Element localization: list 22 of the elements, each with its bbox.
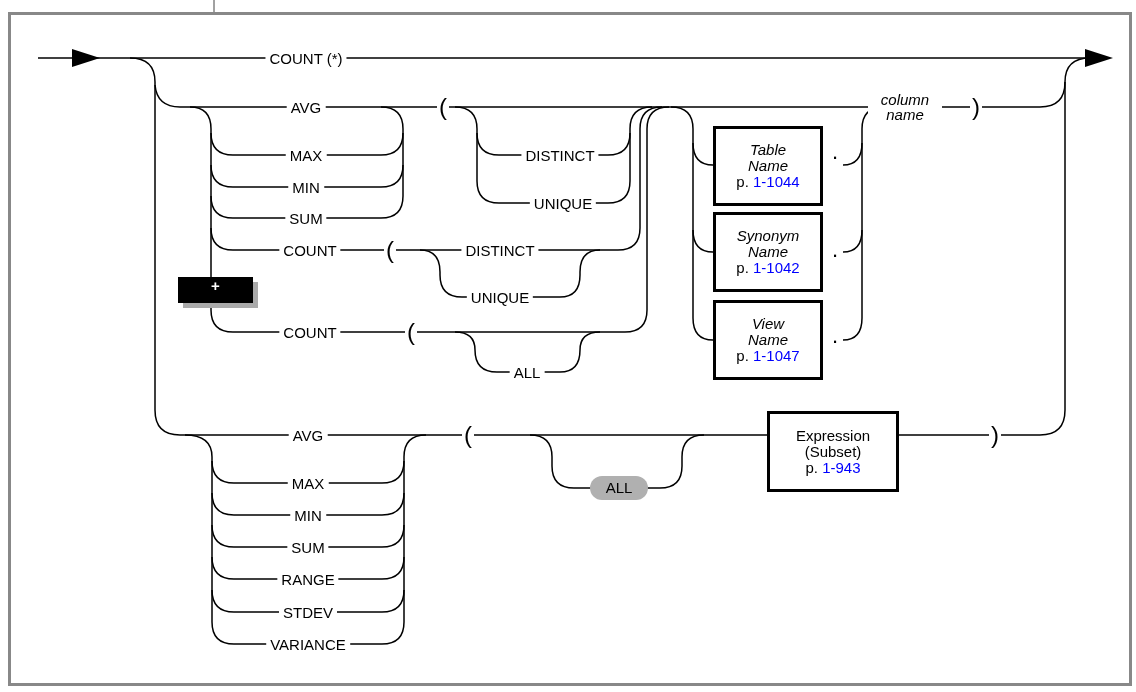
parenthesis: ( <box>384 238 396 262</box>
parenthesis: ( <box>462 423 474 447</box>
reference-box <box>713 212 823 292</box>
period: . <box>830 243 840 257</box>
parenthesis: ) <box>970 95 982 119</box>
reference-box <box>767 411 899 492</box>
page-link: 1-1044 <box>753 173 800 190</box>
parenthesis: ( <box>405 320 417 344</box>
reference-box <box>713 126 823 206</box>
page-link: 1-1042 <box>753 259 800 276</box>
page-prefix: p. <box>736 173 749 190</box>
parenthesis: ( <box>437 95 449 119</box>
page-prefix: p. <box>736 259 749 276</box>
period: . <box>830 329 840 343</box>
expression-name: Expression (Subset) <box>794 427 872 460</box>
page-link: 1-1047 <box>753 347 800 364</box>
page-prefix: p. <box>736 347 749 364</box>
parenthesis: ) <box>989 423 1001 447</box>
period: . <box>830 145 840 159</box>
column-name-placeholder: column name <box>868 92 942 122</box>
optional-keyword-pill: ALL <box>590 476 648 500</box>
reference-box <box>713 300 823 380</box>
